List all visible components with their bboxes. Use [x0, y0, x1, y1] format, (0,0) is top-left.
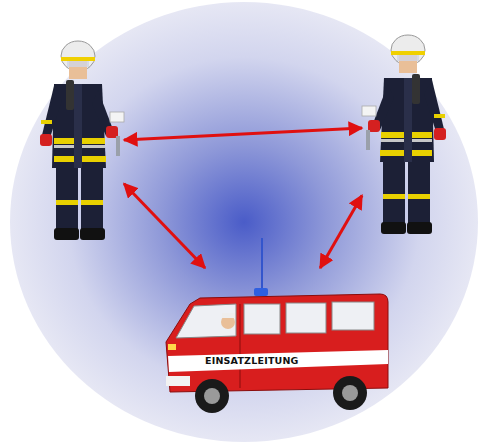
radio-link-arrow: [124, 128, 362, 140]
background-circle: [10, 2, 478, 442]
firefighter-right: [362, 35, 446, 234]
vehicle-label: EINSATZLEITUNG: [205, 355, 299, 366]
firefighter-node: [44, 44, 124, 240]
vehicle-node: EINSATZLEITUNG: [168, 268, 386, 418]
command-van: [166, 238, 388, 413]
radio-link-arrow: [124, 184, 205, 268]
firefighter-left: [40, 41, 124, 240]
firefighter-node: [362, 38, 442, 214]
radio-link-arrow: [320, 195, 362, 268]
